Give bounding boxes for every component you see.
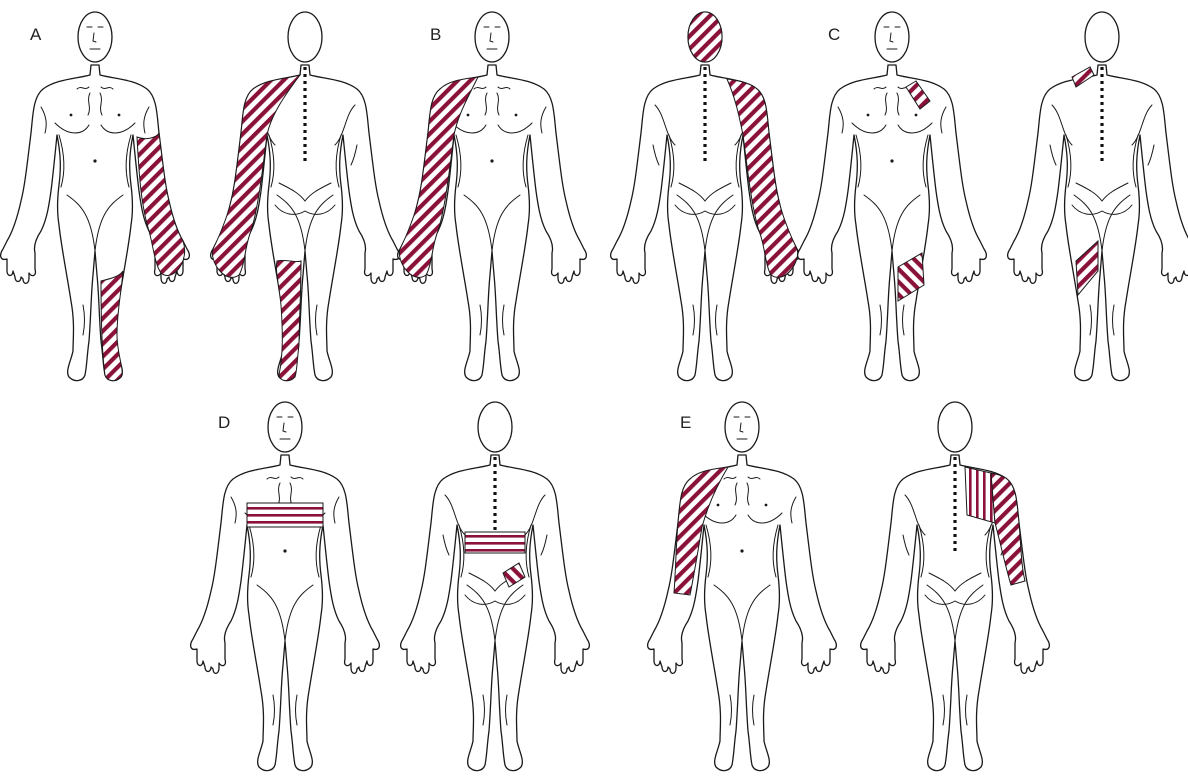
figure-e-back [861, 402, 1050, 771]
figure-e-front [648, 402, 837, 771]
panel-d: D [191, 402, 590, 771]
figure-b-back [611, 12, 800, 381]
panel-c: C [798, 12, 1188, 381]
figure-d-front [191, 402, 380, 771]
panel-label-e: E [680, 413, 691, 432]
hatch-a-front-leg [101, 271, 123, 381]
panel-b: B [398, 12, 800, 381]
panel-e: E [648, 402, 1050, 771]
panel-label-b: B [430, 25, 441, 44]
hatch-e-back-shoulder [965, 467, 995, 523]
figure-d-back [401, 402, 590, 771]
hatch-d-front-band [247, 503, 323, 527]
hatch-e-back-arm [991, 473, 1025, 585]
hatch-a-front-arm [137, 133, 185, 275]
panel-label-d: D [218, 413, 230, 432]
hatch-d-back-band [465, 532, 525, 553]
panel-label-c: C [828, 25, 840, 44]
figure-a-back [211, 12, 400, 381]
figure-a-front [1, 12, 190, 381]
hatch-b-back-head [688, 12, 722, 62]
figure-c-back [1008, 12, 1188, 381]
panel-label-a: A [30, 25, 42, 44]
panel-a: A [1, 12, 400, 381]
figure-b-front [398, 12, 587, 381]
figure-c-front [798, 12, 987, 381]
